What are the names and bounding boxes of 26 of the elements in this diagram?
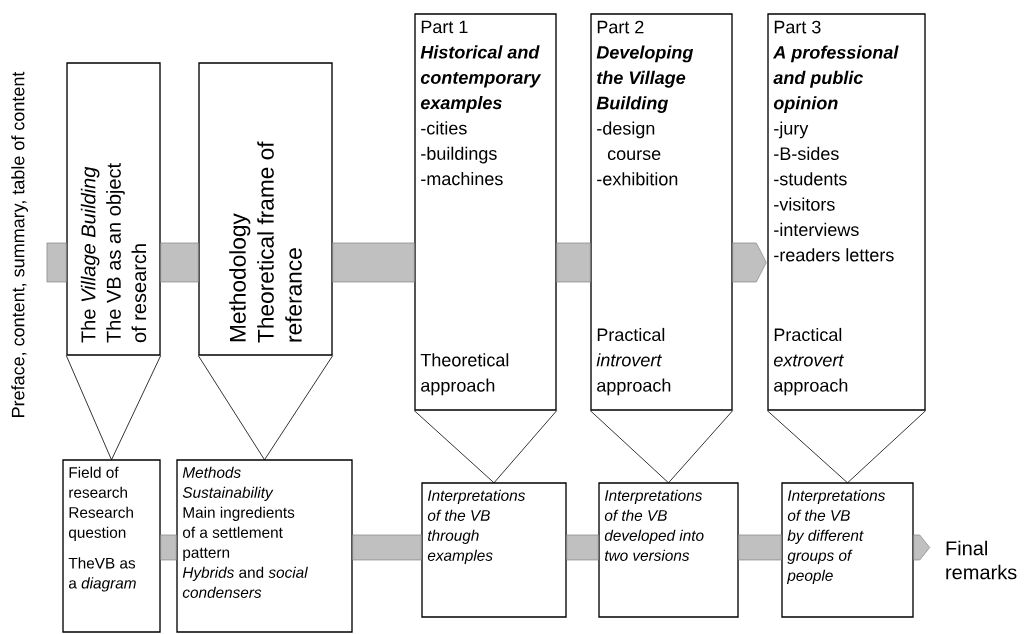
band-segment: [566, 534, 599, 561]
summary-box: Interpretations of the VB developed into two versions: [598, 482, 739, 618]
band-segment: [160, 242, 199, 283]
summary-box: Interpretations of the VB by different groups of people: [781, 482, 914, 618]
funnel-connector: [766, 410, 927, 484]
funnel-connector: [65, 355, 162, 461]
side-label: Final remarks: [946, 540, 1017, 580]
part-box: Part 3 A professional and public opinion -jury -B-sides -students -visitors -interviews -readers letters Practical extrovert approach: [767, 13, 926, 411]
summary-box: Interpretations of the VB through examples: [421, 482, 567, 618]
part-box: Part 1 Historical and contemporary examples -cities -buildings -machines Theoretical approach: [414, 13, 557, 411]
summary-box: Methods Sustainability Main ingredients of a settlement pattern Hybrids and social condensers: [176, 459, 353, 633]
part-box: Part 2 Developing the Village Building -design course -exhibition Practical introvert approach: [590, 13, 733, 411]
funnel-connector: [413, 410, 558, 484]
summary-box: Field of research Research question TheVB as a diagram: [62, 459, 161, 633]
band-arrow: [913, 534, 931, 561]
side-label: Preface, content, summary, table of content: [11, 71, 28, 417]
chapter-box: Methodology Theoretical frame of referance: [198, 62, 333, 356]
funnel-connector: [197, 355, 334, 461]
band-arrow: [732, 242, 767, 283]
funnel-connector: [589, 410, 734, 484]
band-segment: [332, 242, 415, 283]
band-segment: [556, 242, 591, 283]
band-segment: [738, 534, 782, 561]
band-segment: [46, 242, 67, 283]
band-segment: [352, 534, 422, 561]
band-segment: [160, 534, 177, 561]
